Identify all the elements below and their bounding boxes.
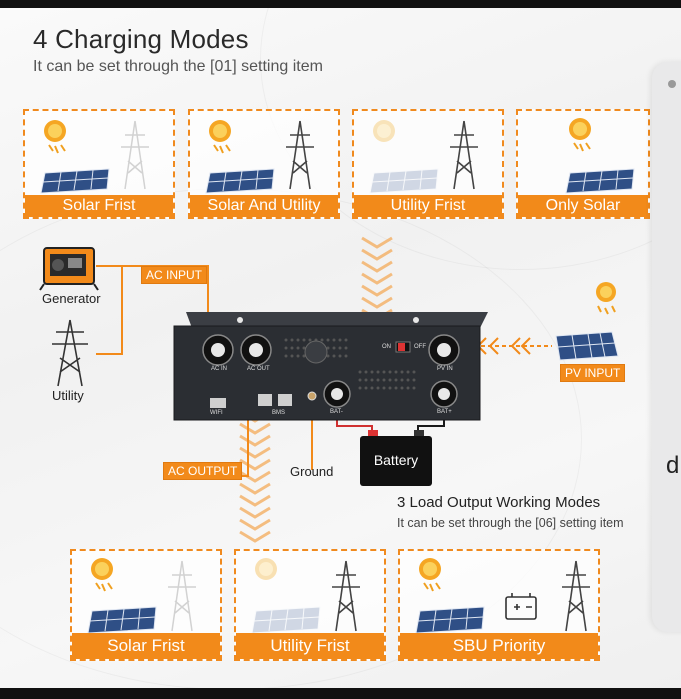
mode-illustration: [251, 558, 360, 634]
port-label: BAT+: [437, 409, 452, 415]
mode-label: Solar And Utility: [190, 195, 338, 217]
port-label: AC IN: [211, 366, 228, 372]
bat-plus-connector: [430, 380, 458, 408]
output-modes-subtitle: It can be set through the [06] setting i…: [397, 516, 624, 530]
sun-icon: [596, 282, 616, 315]
solar-panel-icon: [87, 606, 157, 634]
power-switch-rocker: [398, 343, 405, 351]
mode-illustration: [40, 120, 149, 194]
transmission-tower-icon: [121, 120, 149, 190]
sun-icon: [373, 120, 395, 142]
mode-label: Utility Frist: [236, 633, 384, 659]
bat-minus-connector: [323, 380, 351, 408]
mode-illustration: [415, 558, 590, 634]
output-mode-card: Solar Frist: [70, 549, 222, 661]
solar-panel-icon: [251, 606, 321, 634]
sun-icon: [44, 120, 66, 154]
fan-icon: [304, 340, 328, 364]
wifi-port: [210, 398, 226, 408]
side-overlay-card[interactable]: [652, 62, 681, 632]
battery-label: Battery: [373, 452, 419, 468]
mode-label: SBU Priority: [400, 633, 598, 659]
solar-panel-icon: [205, 168, 275, 194]
transmission-tower-icon: [168, 560, 196, 632]
output-mode-card: SBU Priority: [398, 549, 600, 661]
battery-icon: Battery: [360, 430, 432, 486]
solar-panel-icon: [565, 168, 635, 194]
solar-panel-icon: [40, 168, 110, 194]
charging-mode-card: Utility Frist: [352, 109, 504, 219]
page-title: 4 Charging Modes: [33, 24, 249, 54]
ac-in-connector: [202, 334, 234, 366]
port-label: PV IN: [437, 366, 453, 372]
switch-off-label: OFF: [414, 344, 426, 350]
sun-icon: [91, 558, 113, 592]
transmission-tower-icon: [450, 120, 478, 190]
ground-label: Ground: [290, 464, 334, 479]
mode-illustration: [369, 120, 478, 194]
battery-positive-terminal: [368, 430, 378, 436]
solar-panel-icon: [415, 606, 485, 634]
usb-port: [278, 394, 292, 406]
ac-out-connector: [240, 334, 272, 366]
inverter-unit: [173, 312, 488, 421]
page-subtitle: It can be set through the [01] setting i…: [33, 58, 323, 75]
transmission-tower-icon: [52, 319, 88, 387]
charging-mode-card: Solar Frist: [23, 109, 175, 219]
side-overlay-dot: [668, 80, 676, 88]
utility-label: Utility: [52, 388, 84, 403]
battery-negative-terminal: [414, 430, 424, 436]
port-label: WIFI: [210, 410, 223, 416]
mode-illustration: [87, 558, 196, 634]
sun-icon: [419, 558, 441, 592]
side-overlay-glyph: d: [666, 452, 680, 479]
switch-on-label: ON: [382, 344, 391, 350]
mode-illustration: [565, 118, 635, 194]
mode-illustration: [205, 120, 314, 194]
generator-icon: [39, 247, 99, 291]
sun-icon: [209, 120, 231, 154]
mode-label: Solar Frist: [25, 195, 173, 217]
pv-in-connector: [428, 334, 460, 366]
port-label: BMS: [272, 410, 286, 416]
mode-label: Solar Frist: [72, 633, 220, 659]
flow-chevrons-output: [239, 398, 271, 543]
bottom-bezel: [0, 688, 681, 699]
ac-output-tag: AC OUTPUT: [163, 462, 243, 480]
output-modes-title: 3 Load Output Working Modes: [397, 494, 601, 511]
charging-mode-card: Solar And Utility: [188, 109, 340, 219]
charging-mode-card: Only Solar: [516, 109, 650, 219]
mode-label: Only Solar: [518, 195, 648, 217]
mode-label: Utility Frist: [354, 195, 502, 217]
pv-input-tag: PV INPUT: [560, 364, 626, 382]
generator-label: Generator: [42, 291, 101, 306]
solar-panel-icon: [555, 331, 619, 361]
transmission-tower-icon: [562, 560, 590, 632]
battery-outline-icon: [505, 593, 537, 620]
top-bezel: [0, 0, 681, 8]
port-label: AC OUT: [247, 366, 270, 372]
bms-port: [258, 394, 272, 406]
ac-input-tag: AC INPUT: [141, 266, 208, 284]
sun-icon: [569, 118, 591, 152]
port-label: BAT-: [330, 409, 343, 415]
solar-panel-icon: [369, 168, 439, 194]
output-mode-card: Utility Frist: [234, 549, 386, 661]
transmission-tower-icon: [332, 560, 360, 632]
ground-terminal: [307, 391, 317, 401]
transmission-tower-icon: [286, 120, 314, 190]
sun-icon: [255, 558, 277, 580]
